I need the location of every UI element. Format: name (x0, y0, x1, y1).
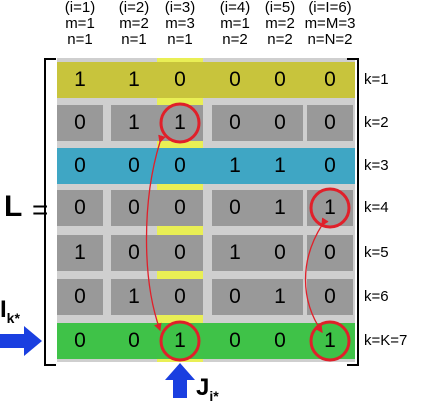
column-header-line2: m=1 (220, 15, 250, 32)
matrix-cell: 0 (157, 148, 203, 184)
matrix-cell: 0 (111, 323, 157, 359)
column-header-line2: m=2 (265, 15, 295, 32)
column-header-line3: n=N=2 (307, 31, 353, 48)
matrix-cell: 0 (157, 279, 203, 315)
matrix-cell: 1 (111, 105, 157, 141)
matrix-cell: 1 (111, 279, 157, 315)
row-pointer-label: Ik* (0, 296, 20, 326)
column-header-line1: (i=1) (64, 0, 96, 16)
column-header-line1: (i=5) (264, 0, 296, 16)
column-header-line1: (i=3) (164, 0, 196, 16)
matrix-cell: 1 (257, 190, 303, 226)
column-header-line3: n=1 (167, 31, 193, 48)
matrix-cell: 1 (157, 323, 203, 359)
matrix-cell: 0 (257, 105, 303, 141)
column-header-line3: n=2 (222, 31, 248, 48)
matrix-cell: 1 (212, 235, 258, 271)
matrix-cell: 1 (212, 148, 258, 184)
matrix-cell: 1 (257, 279, 303, 315)
row-label: k=3 (364, 157, 389, 174)
matrix-cell: 0 (212, 190, 258, 226)
row-pointer-arrow (0, 326, 42, 356)
column-pointer-subscript: i* (209, 387, 219, 404)
row-label: k=5 (364, 244, 389, 261)
matrix-cell: 0 (57, 190, 103, 226)
matrix-cell: 0 (257, 235, 303, 271)
right-bracket (347, 58, 359, 366)
matrix-symbol: L (4, 190, 23, 223)
matrix-cell: 0 (57, 323, 103, 359)
matrix-cell: 0 (57, 105, 103, 141)
matrix-cell: 1 (111, 62, 157, 98)
matrix-cell: 0 (212, 279, 258, 315)
matrix-cell: 0 (157, 62, 203, 98)
column-header-line1: (i=4) (219, 0, 251, 16)
matrix-cell: 0 (307, 105, 353, 141)
matrix-cell: 0 (111, 148, 157, 184)
row-highlight (57, 62, 355, 98)
row-label: k=6 (364, 288, 389, 305)
column-pointer-arrow (165, 363, 195, 398)
column-pointer-symbol: J (196, 374, 210, 401)
matrix-cell: 0 (111, 190, 157, 226)
matrix-cell: 0 (257, 323, 303, 359)
column-header-line2: m=2 (119, 15, 149, 32)
column-header-line1: (i=I=6) (308, 0, 352, 16)
column-header-line3: n=2 (267, 31, 293, 48)
column-header-line3: n=1 (121, 31, 147, 48)
row-label: k=K=7 (364, 332, 408, 349)
matrix-cell: 0 (157, 190, 203, 226)
matrix-cell: 0 (307, 62, 353, 98)
row-label: k=1 (364, 71, 389, 88)
matrix-cell: 0 (57, 279, 103, 315)
column-header-line1: (i=2) (118, 0, 150, 16)
column-pointer-label: Ji* (196, 374, 219, 404)
column-header-line2: m=M=3 (304, 15, 356, 32)
matrix-cell: 0 (257, 62, 303, 98)
column-header-line3: n=1 (67, 31, 93, 48)
row-pointer-subscript: k* (6, 309, 20, 326)
matrix-cell: 1 (57, 235, 103, 271)
matrix-cell: 1 (257, 148, 303, 184)
matrix-cell: 0 (157, 235, 203, 271)
matrix-cell: 0 (111, 235, 157, 271)
matrix-cell: 0 (57, 148, 103, 184)
matrix-cell: 0 (212, 62, 258, 98)
column-header-line2: m=3 (165, 15, 195, 32)
matrix-cell: 0 (307, 148, 353, 184)
row-pointer-symbol: I (0, 296, 7, 323)
left-bracket (44, 58, 56, 366)
matrix-cell: 1 (157, 105, 203, 141)
matrix-cell: 0 (212, 105, 258, 141)
row-label: k=2 (364, 114, 389, 131)
column-header-line2: m=1 (65, 15, 95, 32)
matrix-cell: 1 (57, 62, 103, 98)
equals-sign: = (32, 194, 49, 225)
row-label: k=4 (364, 199, 389, 216)
row-highlight (57, 148, 355, 184)
matrix-cell: 0 (212, 323, 258, 359)
